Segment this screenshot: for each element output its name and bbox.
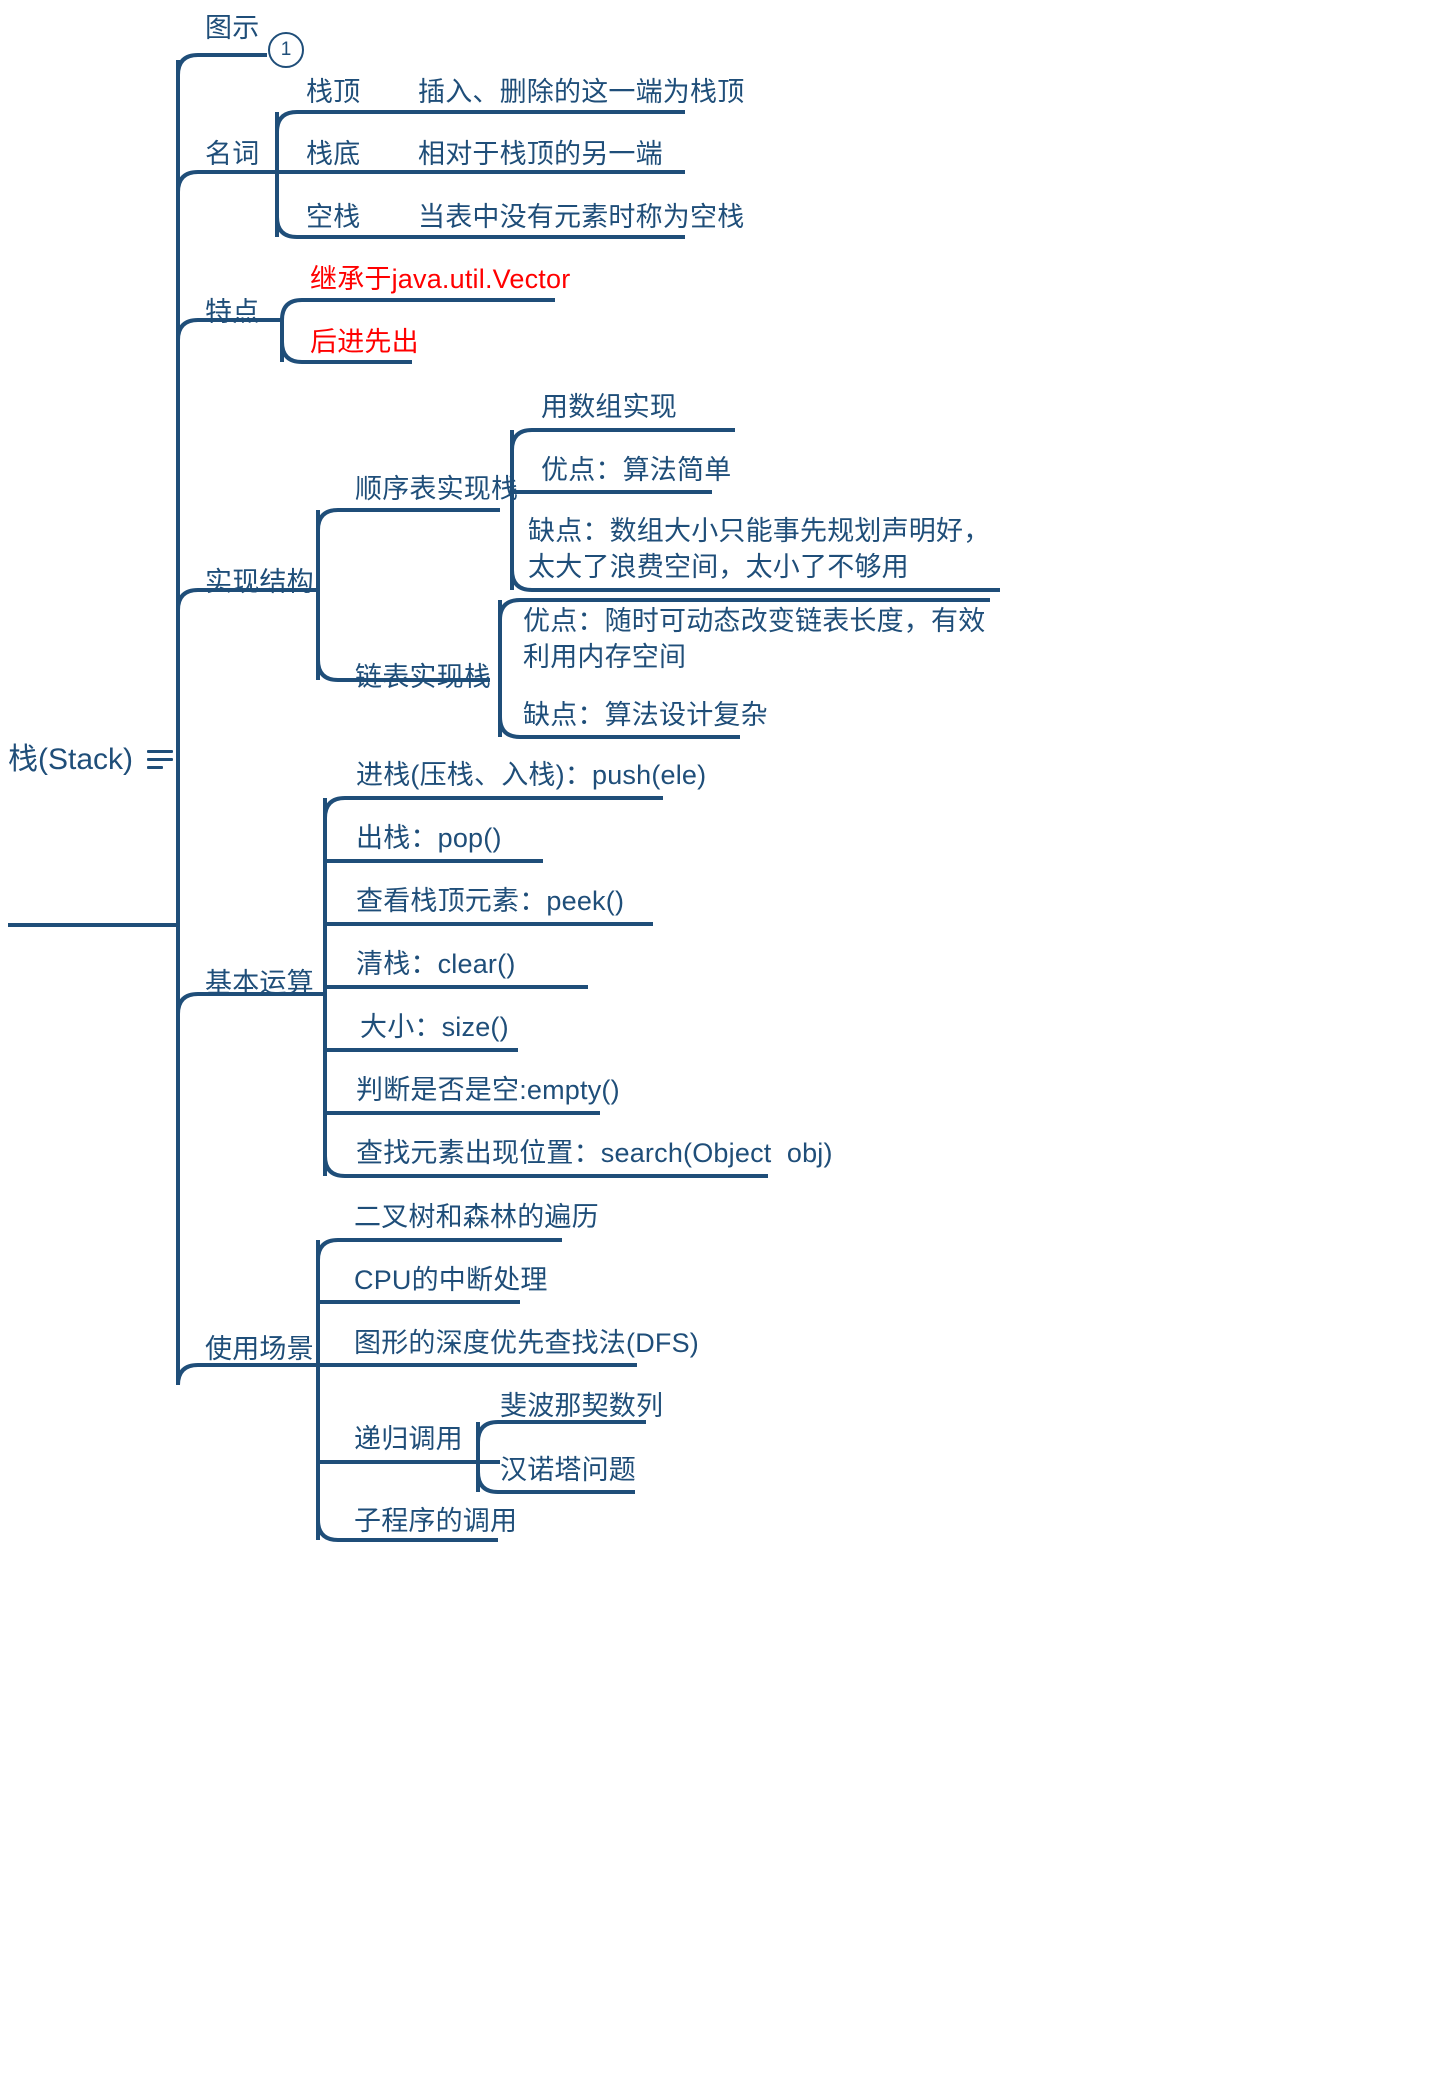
scenario-item-3-child-1[interactable]: 汉诺塔问题 xyxy=(500,1455,636,1485)
structure-item-1-child-0[interactable]: 优点：随时可动态改变链表长度，有效利用内存空间 xyxy=(523,606,986,672)
scenario-item-4[interactable]: 子程序的调用 xyxy=(354,1506,518,1536)
term-name-1[interactable]: 栈底 xyxy=(306,139,361,169)
structure-item-0-label[interactable]: 顺序表实现栈 xyxy=(355,474,519,504)
branch-operations-label[interactable]: 基本运算 xyxy=(205,968,314,998)
illustration-badge[interactable]: 1 xyxy=(268,32,304,68)
operation-item-3[interactable]: 清栈：clear() xyxy=(356,949,516,979)
term-name-2[interactable]: 空栈 xyxy=(306,202,361,232)
branch-features-label[interactable]: 特点 xyxy=(205,297,260,327)
structure-item-1-child-1[interactable]: 缺点：算法设计复杂 xyxy=(523,700,768,730)
operation-item-6[interactable]: 查找元素出现位置：search(Object obj) xyxy=(356,1138,833,1168)
root-node-label: 栈(Stack) xyxy=(8,742,134,776)
note-lines-icon xyxy=(147,674,174,845)
branch-structure-label[interactable]: 实现结构 xyxy=(205,567,314,597)
branch-illustration-label[interactable]: 图示 xyxy=(205,13,260,43)
feature-item-0[interactable]: 继承于java.util.Vector xyxy=(310,264,571,294)
term-name-0[interactable]: 栈顶 xyxy=(306,77,361,107)
scenario-item-3-child-0[interactable]: 斐波那契数列 xyxy=(500,1391,664,1421)
term-desc-0[interactable]: 插入、删除的这一端为栈顶 xyxy=(418,77,745,107)
structure-item-0-child-1[interactable]: 优点：算法简单 xyxy=(541,455,732,485)
structure-item-1-label[interactable]: 链表实现栈 xyxy=(355,662,491,692)
term-desc-1[interactable]: 相对于栈顶的另一端 xyxy=(418,139,663,169)
scenario-item-2[interactable]: 图形的深度优先查找法(DFS) xyxy=(354,1328,699,1358)
branch-terms-label[interactable]: 名词 xyxy=(205,139,260,169)
structure-item-0-child-0[interactable]: 用数组实现 xyxy=(541,392,677,422)
operation-item-2[interactable]: 查看栈顶元素：peek() xyxy=(356,886,625,916)
scenario-item-0[interactable]: 二叉树和森林的遍历 xyxy=(354,1202,599,1232)
feature-item-1[interactable]: 后进先出 xyxy=(310,327,419,357)
operation-item-0[interactable]: 进栈(压栈、入栈)：push(ele) xyxy=(356,760,707,790)
root-node[interactable]: 栈(Stack) xyxy=(8,674,174,845)
branch-scenarios-label[interactable]: 使用场景 xyxy=(205,1334,314,1364)
scenario-item-1[interactable]: CPU的中断处理 xyxy=(354,1265,548,1295)
operation-item-5[interactable]: 判断是否是空:empty() xyxy=(356,1075,620,1105)
operation-item-1[interactable]: 出栈：pop() xyxy=(356,823,502,853)
scenario-item-3[interactable]: 递归调用 xyxy=(354,1424,463,1454)
term-desc-2[interactable]: 当表中没有元素时称为空栈 xyxy=(418,202,745,232)
operation-item-4[interactable]: 大小：size() xyxy=(360,1012,509,1042)
structure-item-0-child-2[interactable]: 缺点：数组大小只能事先规划声明好，太大了浪费空间，太小了不够用 xyxy=(528,516,991,582)
